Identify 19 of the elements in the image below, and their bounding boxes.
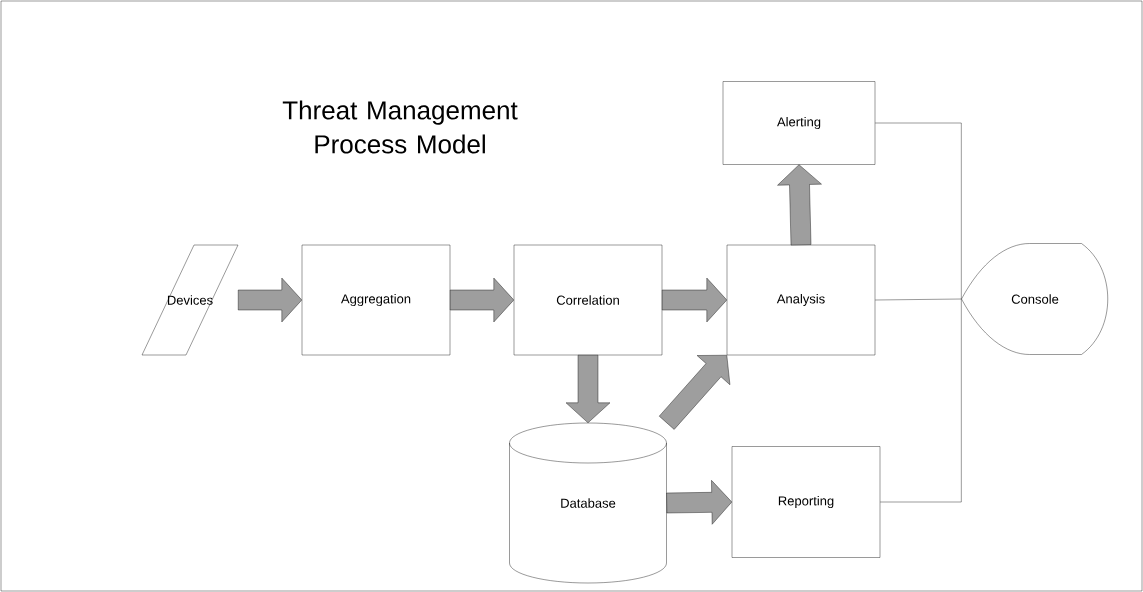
- process-box: Correlation: [513, 244, 663, 356]
- process-box: Analysis: [726, 244, 876, 356]
- block-arrow: [659, 355, 731, 430]
- block-arrow: [238, 277, 302, 323]
- process-box: Aggregation: [301, 244, 451, 356]
- block-arrow: [662, 277, 727, 323]
- connector-line: [875, 298, 962, 301]
- block-arrow: [777, 164, 822, 246]
- connector-line: [880, 298, 962, 503]
- title: Threat Management Process Model: [282, 100, 518, 154]
- process-box: Reporting: [731, 446, 881, 558]
- input-parallelogram: Devices: [141, 244, 239, 356]
- connector-line: [875, 122, 962, 300]
- display-shape: Console: [961, 243, 1108, 355]
- block-arrow: [565, 355, 611, 423]
- database-cylinder: Database: [509, 422, 667, 584]
- block-arrow: [666, 480, 732, 525]
- process-box: Alerting: [722, 81, 876, 165]
- block-arrow: [450, 277, 514, 323]
